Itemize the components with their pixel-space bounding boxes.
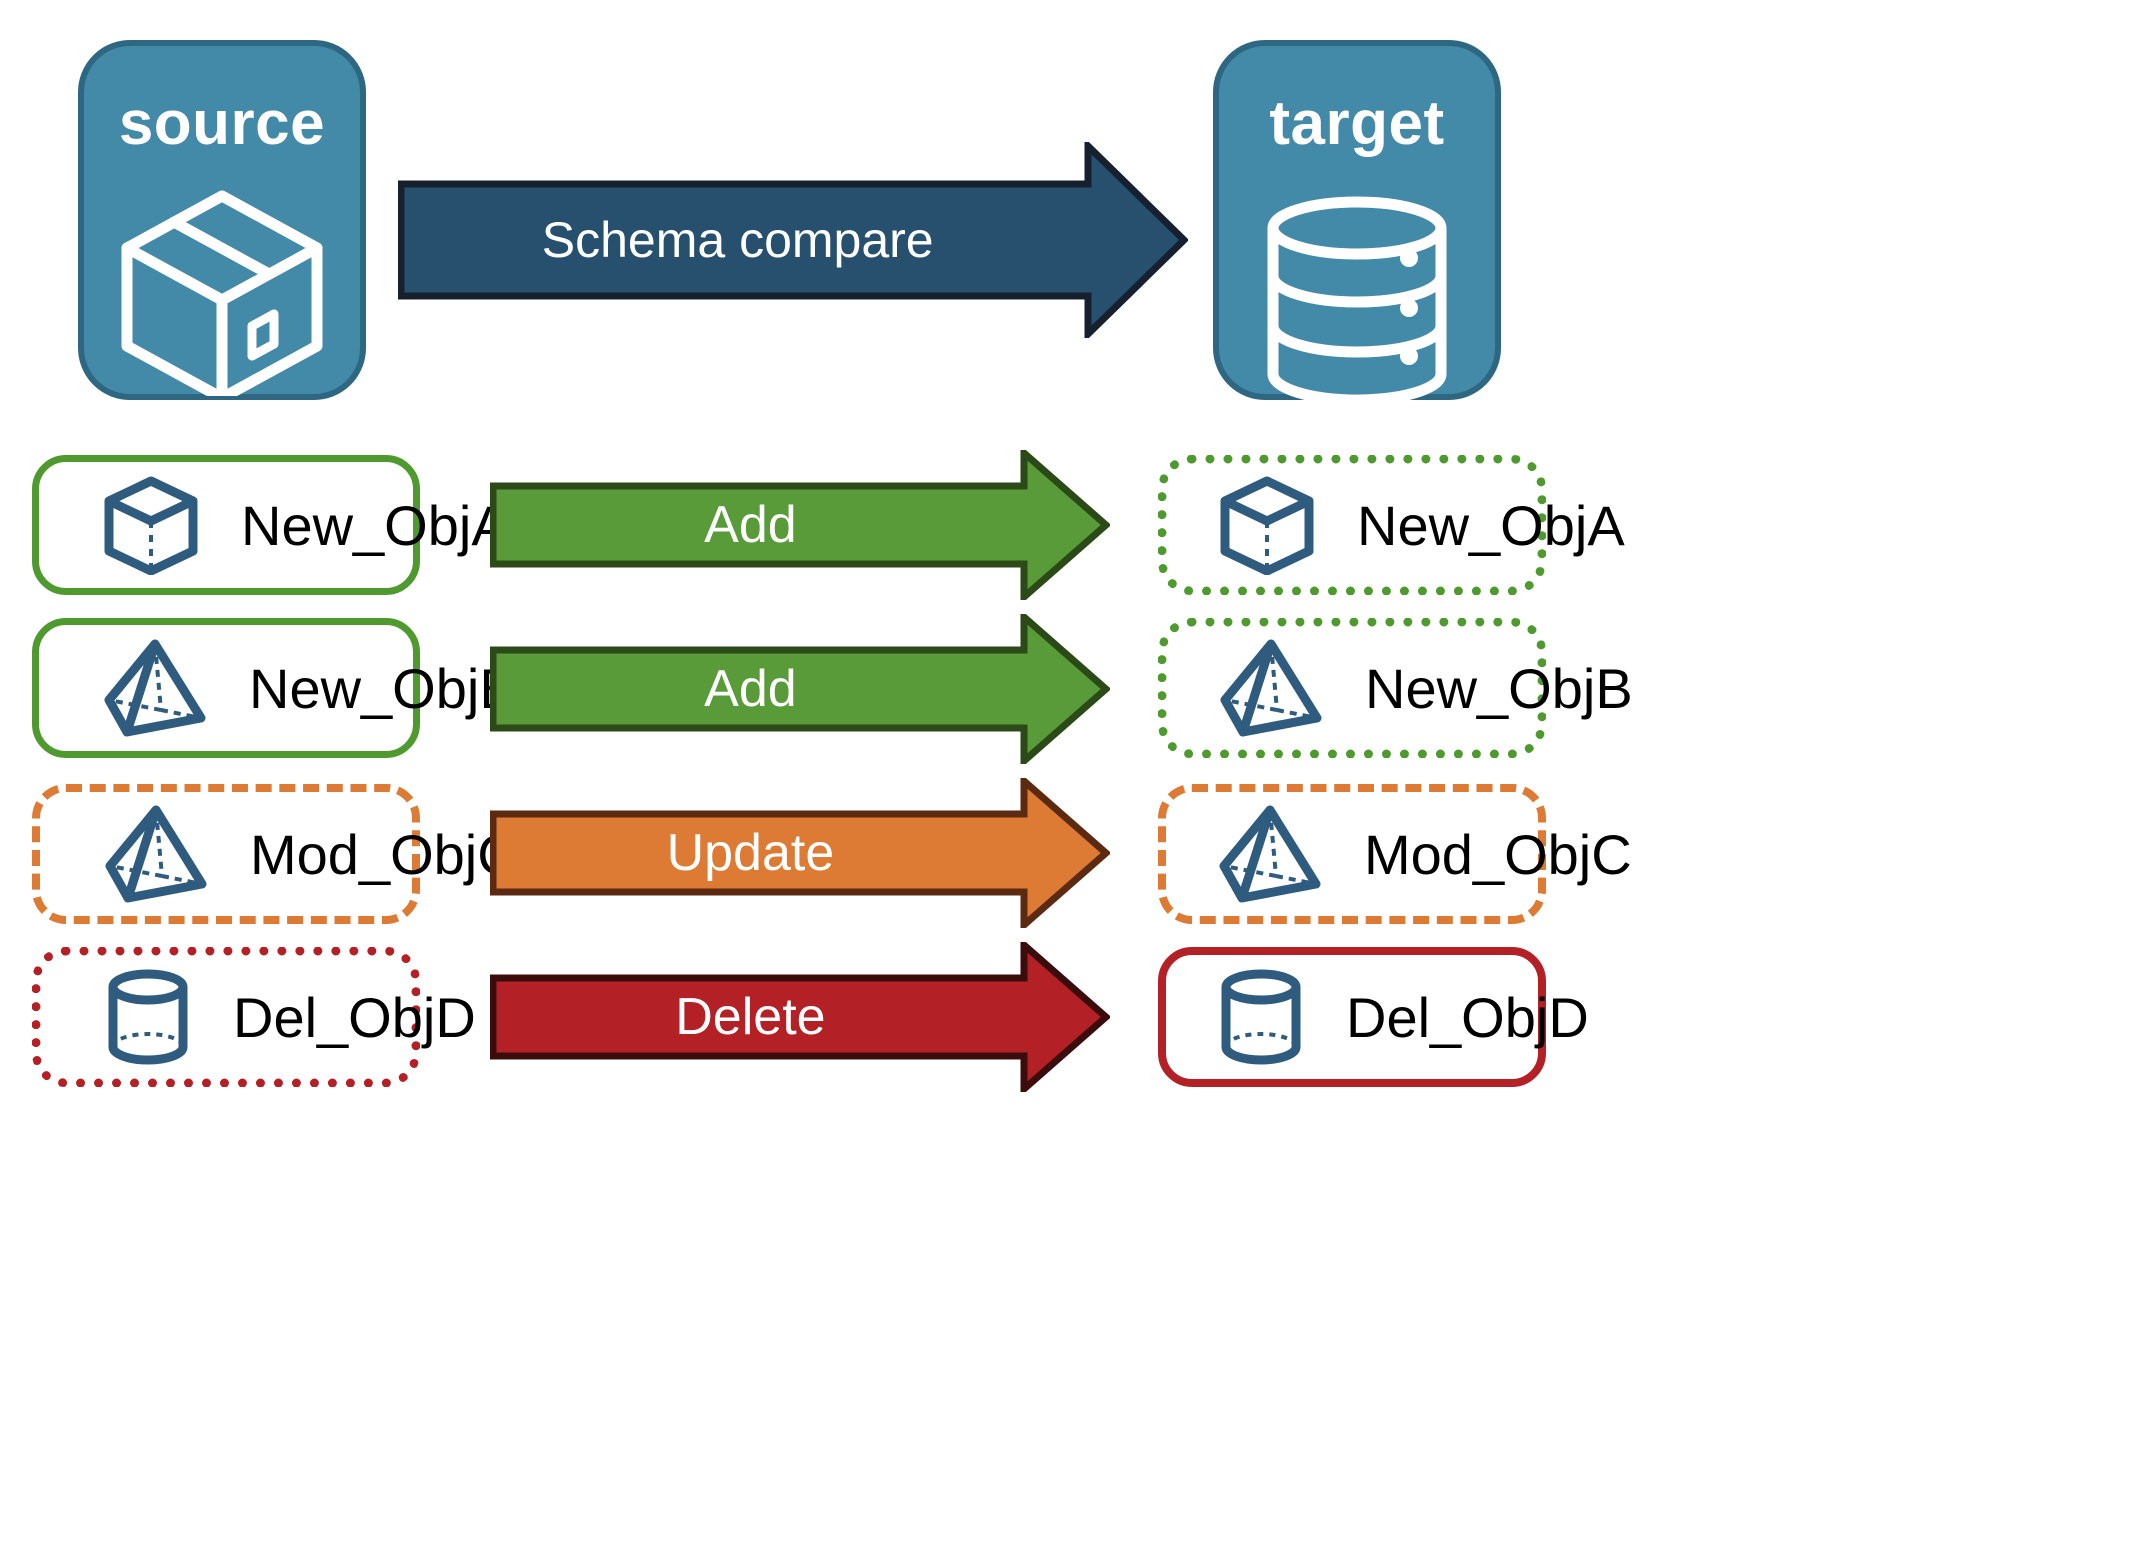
target-object-box[interactable]: Mod_ObjC xyxy=(1158,784,1632,924)
source-object-name: New_ObjB xyxy=(249,656,517,720)
delete-arrow-label: Delete xyxy=(675,988,826,1046)
cube-wireframe-icon xyxy=(103,475,199,575)
update-arrow-label: Update xyxy=(666,824,835,882)
add-arrow[interactable]: Add xyxy=(489,445,1112,605)
add-arrow-label: Add xyxy=(704,660,797,718)
source-label: source xyxy=(118,89,326,158)
target-object-box[interactable]: New_ObjA xyxy=(1158,455,1625,595)
source-object-name: New_ObjA xyxy=(241,493,509,557)
cylinder-wireframe-icon xyxy=(105,967,191,1067)
pyramid-wireframe-icon xyxy=(1219,638,1323,738)
source-object-name: Del_ObjD xyxy=(233,985,476,1049)
database-cylinder-icon xyxy=(1219,196,1495,406)
cube-wireframe-icon xyxy=(1219,475,1315,575)
target-object-name: Mod_ObjC xyxy=(1364,822,1632,886)
schema-compare-arrow[interactable]: Schema compare xyxy=(397,137,1190,343)
source-object-box[interactable]: New_ObjA xyxy=(32,455,509,595)
source-object-box[interactable]: New_ObjB xyxy=(32,618,517,758)
source-endpoint-card[interactable]: source xyxy=(78,40,366,400)
source-object-name: Mod_ObjC xyxy=(250,822,518,886)
pyramid-wireframe-icon xyxy=(1218,804,1322,904)
cylinder-wireframe-icon xyxy=(1218,967,1304,1067)
target-endpoint-card[interactable]: target xyxy=(1213,40,1501,406)
update-arrow[interactable]: Update xyxy=(489,773,1112,933)
target-object-name: New_ObjB xyxy=(1365,656,1633,720)
pyramid-wireframe-icon xyxy=(103,638,207,738)
add-arrow[interactable]: Add xyxy=(489,609,1112,769)
pyramid-wireframe-icon xyxy=(104,804,208,904)
schema-compare-arrow-label: Schema compare xyxy=(541,212,934,268)
target-object-box[interactable]: Del_ObjD xyxy=(1158,947,1589,1087)
package-box-icon xyxy=(84,186,360,396)
delete-arrow[interactable]: Delete xyxy=(489,937,1112,1097)
source-object-box[interactable]: Mod_ObjC xyxy=(32,784,518,924)
add-arrow-label: Add xyxy=(704,496,797,554)
source-object-box[interactable]: Del_ObjD xyxy=(32,947,476,1087)
target-object-name: New_ObjA xyxy=(1357,493,1625,557)
target-object-box[interactable]: New_ObjB xyxy=(1158,618,1633,758)
target-label: target xyxy=(1269,89,1445,158)
target-object-name: Del_ObjD xyxy=(1346,985,1589,1049)
